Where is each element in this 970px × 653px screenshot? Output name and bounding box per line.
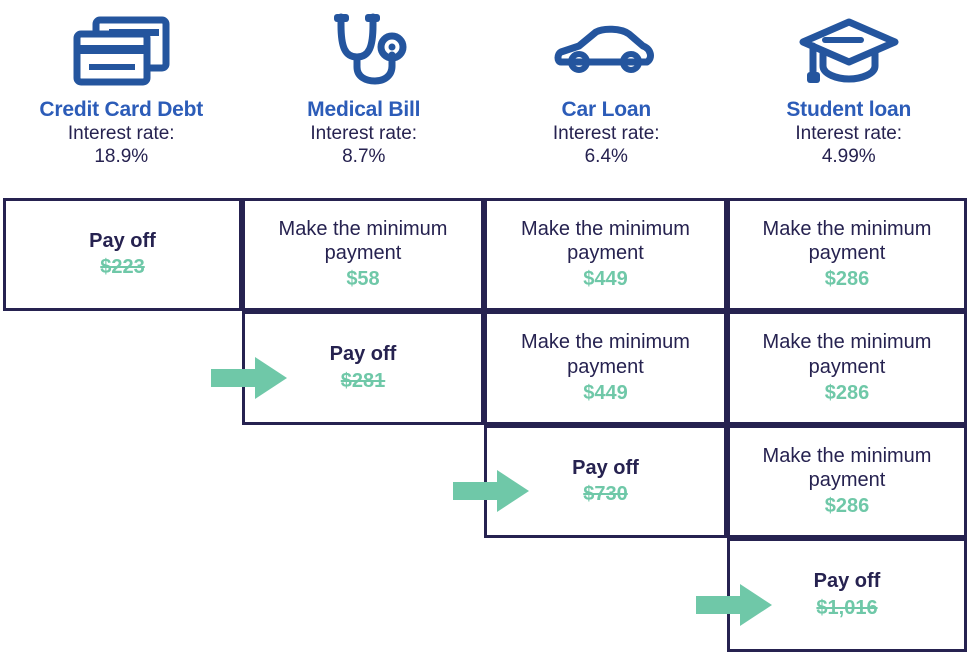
cell-amount-value: $58 (346, 268, 380, 291)
debt-header-student-loan: Student loan Interest rate: 4.99% (728, 0, 970, 198)
cell-amount-value: $281 (340, 369, 386, 392)
cell-action-label: Pay off (813, 570, 881, 593)
debt-header-rate-label: Interest rate: (795, 123, 903, 145)
cell-action-label: Pay off (572, 456, 639, 479)
cell-action-label: Make the minimum payment (762, 444, 932, 491)
stethoscope-icon (312, 8, 416, 94)
debt-header-medical-bill: Medical Bill Interest rate: 8.7% (243, 0, 486, 198)
cell-action-label: Make the minimum payment (521, 217, 690, 264)
debt-header-credit-card: Credit Card Debt Interest rate: 18.9% (0, 0, 243, 198)
cell-amount-value: $223 (100, 256, 145, 279)
graduation-cap-icon (795, 8, 903, 94)
debt-header-row: Credit Card Debt Interest rate: 18.9% Me… (0, 0, 970, 198)
table-cell-r0c1[interactable]: Make the minimum payment $58 (242, 198, 484, 311)
cell-amount-value: $730 (583, 483, 628, 506)
cell-amount-value: $1,016 (816, 596, 878, 619)
debt-header-title: Student loan (786, 98, 912, 121)
cell-amount-value: $449 (583, 268, 628, 291)
debt-header-title: Medical Bill (307, 98, 421, 121)
debt-header-rate-value: 6.4% (584, 145, 628, 167)
table-cell-r0c2[interactable]: Make the minimum payment $449 (484, 198, 727, 311)
table-cell-r0c3[interactable]: Make the minimum payment $286 (727, 198, 967, 311)
table-cell-r1c1[interactable]: Pay off $281 (242, 311, 484, 425)
car-icon (551, 8, 661, 94)
table-cell-r3c3[interactable]: Pay off $1,016 (727, 538, 967, 652)
cell-action-label: Make the minimum payment (762, 331, 932, 378)
credit-card-icon (69, 8, 173, 94)
cell-amount-value: $286 (824, 381, 870, 404)
table-cell-r0c0[interactable]: Pay off $223 (3, 198, 242, 311)
cell-action-label: Pay off (329, 343, 397, 366)
debt-header-title: Credit Card Debt (39, 98, 204, 121)
debt-header-rate-label: Interest rate: (552, 123, 660, 145)
cell-amount-value: $449 (583, 381, 628, 404)
debt-header-rate-label: Interest rate: (67, 123, 175, 145)
cell-amount-value: $286 (824, 268, 870, 291)
table-cell-r1c2[interactable]: Make the minimum payment $449 (484, 311, 727, 425)
debt-header-title: Car Loan (561, 98, 652, 121)
snowball-arrow-row-3 (453, 468, 529, 514)
debt-header-rate-value: 18.9% (94, 145, 149, 167)
debt-header-car-loan: Car Loan Interest rate: 6.4% (485, 0, 728, 198)
snowball-arrow-row-2 (211, 355, 287, 401)
debt-header-rate-value: 4.99% (821, 145, 876, 167)
debt-header-rate-value: 8.7% (342, 145, 386, 167)
cell-action-label: Make the minimum payment (762, 217, 932, 264)
table-cell-r1c3[interactable]: Make the minimum payment $286 (727, 311, 967, 425)
cell-action-label: Make the minimum payment (278, 217, 448, 264)
snowball-arrow-row-4 (696, 582, 772, 628)
cell-action-label: Pay off (89, 229, 156, 252)
cell-action-label: Make the minimum payment (521, 331, 690, 378)
table-cell-r2c3[interactable]: Make the minimum payment $286 (727, 425, 967, 538)
cell-amount-value: $286 (824, 495, 870, 518)
debt-header-rate-label: Interest rate: (310, 123, 418, 145)
table-cell-r2c2[interactable]: Pay off $730 (484, 425, 727, 538)
